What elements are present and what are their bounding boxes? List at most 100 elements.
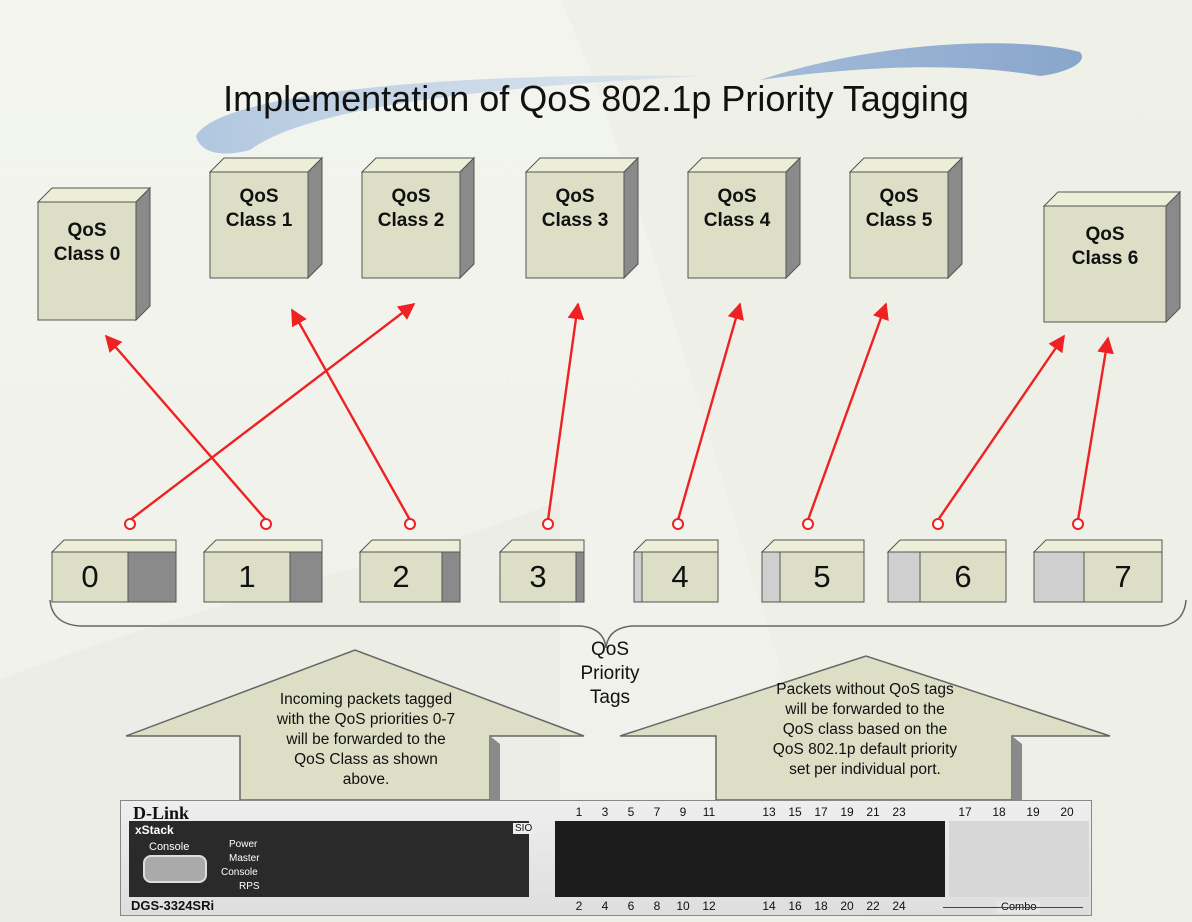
port-number-bottom: 10 — [676, 899, 690, 913]
switch-front-panel: D-Link xStack Console Power Master Conso… — [120, 800, 1092, 916]
port-number-top: 7 — [653, 805, 661, 819]
tag-box-side — [633, 551, 643, 603]
sio-label: SIO — [513, 823, 535, 834]
class-box-side — [947, 156, 963, 280]
port-number-top: 13 — [762, 805, 776, 819]
tag-box-side — [575, 551, 585, 603]
led-console-label: Console — [221, 867, 258, 878]
mapping-arrow-0 — [129, 302, 416, 521]
port-number-bottom: 18 — [814, 899, 828, 913]
class-box-top — [524, 157, 640, 173]
class-box-face — [361, 171, 461, 279]
class-box-side — [459, 156, 475, 280]
port-number-top: 3 — [601, 805, 609, 819]
port-number-bottom: 8 — [653, 899, 661, 913]
class-box-side — [623, 156, 639, 280]
port-number-bottom: 14 — [762, 899, 776, 913]
port-number-bottom: 20 — [840, 899, 854, 913]
class-box-side — [1165, 190, 1181, 324]
tag-box-face — [51, 551, 129, 603]
default-arrow-shadow — [1012, 736, 1022, 800]
port-number-top: 15 — [788, 805, 802, 819]
port-number-bottom: 22 — [866, 899, 880, 913]
tag-origin-dot — [404, 518, 416, 530]
incoming-arrow-shadow — [490, 736, 500, 800]
led-master-label: Master — [229, 853, 260, 864]
tag-box-top — [202, 539, 323, 553]
port-number-bottom: 2 — [575, 899, 583, 913]
port-number-top: 11 — [702, 805, 716, 819]
console-label: Console — [149, 841, 190, 853]
tag-box-face — [779, 551, 865, 603]
tag-origin-dot — [260, 518, 272, 530]
tag-box-side — [761, 551, 781, 603]
series-label: xStack — [135, 823, 174, 837]
tag-origin-dot — [1072, 518, 1084, 530]
tag-box-top — [760, 539, 865, 553]
mapping-arrow-3 — [546, 302, 585, 521]
tag-box-side — [289, 551, 323, 603]
tag-box-face — [919, 551, 1007, 603]
tag-box-top — [632, 539, 719, 553]
tag-box-top — [50, 539, 177, 553]
mapping-arrow-2 — [290, 308, 412, 521]
class-box-side — [135, 186, 151, 322]
class-box-face — [1043, 205, 1167, 323]
port-number-bottom: 24 — [892, 899, 906, 913]
tag-box-top — [886, 539, 1007, 553]
tag-origin-dot — [542, 518, 554, 530]
class-box-side — [785, 156, 801, 280]
port-number-bottom: 12 — [702, 899, 716, 913]
combo-port-number: 18 — [992, 805, 1006, 819]
combo-port-number: 17 — [958, 805, 972, 819]
console-port — [143, 855, 207, 883]
port-number-bottom: 16 — [788, 899, 802, 913]
title-swoosh — [196, 75, 700, 154]
port-number-top: 1 — [575, 805, 583, 819]
class-box-top — [208, 157, 324, 173]
port-number-top: 9 — [679, 805, 687, 819]
priority-tags-brace — [49, 599, 1187, 649]
tag-box-face — [203, 551, 291, 603]
page-title: Implementation of QoS 802.1p Priority Ta… — [223, 78, 969, 119]
tag-box-face — [1083, 551, 1163, 603]
model-label: DGS-3324SRi — [131, 898, 215, 913]
tag-box-side — [441, 551, 461, 603]
combo-line — [943, 907, 1083, 908]
tag-box-top — [358, 539, 461, 553]
tag-box-face — [499, 551, 577, 603]
tag-origin-dot — [932, 518, 944, 530]
class-box-side — [307, 156, 323, 280]
class-box-face — [209, 171, 309, 279]
mapping-arrow-1 — [104, 334, 267, 521]
mapping-arrow-6 — [937, 334, 1065, 521]
mapping-arrow-5 — [806, 302, 889, 521]
tag-box-side — [127, 551, 177, 603]
class-box-top — [1042, 191, 1182, 207]
sfp-port-block — [949, 821, 1089, 897]
class-box-top — [686, 157, 802, 173]
class-box-face — [525, 171, 625, 279]
port-number-top: 23 — [892, 805, 906, 819]
priority-tags-label: QoS Priority Tags — [580, 639, 640, 708]
title-swoosh — [760, 43, 1082, 80]
brand-logo: D-Link — [133, 803, 190, 823]
tag-box-side — [887, 551, 921, 603]
port-number-top: 21 — [866, 805, 880, 819]
class-box-face — [849, 171, 949, 279]
port-number-bottom: 6 — [627, 899, 635, 913]
port-number-top: 5 — [627, 805, 635, 819]
led-power-label: Power — [229, 839, 258, 850]
tag-box-face — [641, 551, 719, 603]
class-box-top — [848, 157, 964, 173]
tag-box-top — [1032, 539, 1163, 553]
combo-port-number: 19 — [1026, 805, 1040, 819]
class-box-face — [37, 201, 137, 321]
tag-box-face — [359, 551, 443, 603]
class-box-top — [360, 157, 476, 173]
combo-port-number: 20 — [1060, 805, 1074, 819]
tag-box-side — [1033, 551, 1085, 603]
led-rps-label: RPS — [239, 881, 260, 892]
